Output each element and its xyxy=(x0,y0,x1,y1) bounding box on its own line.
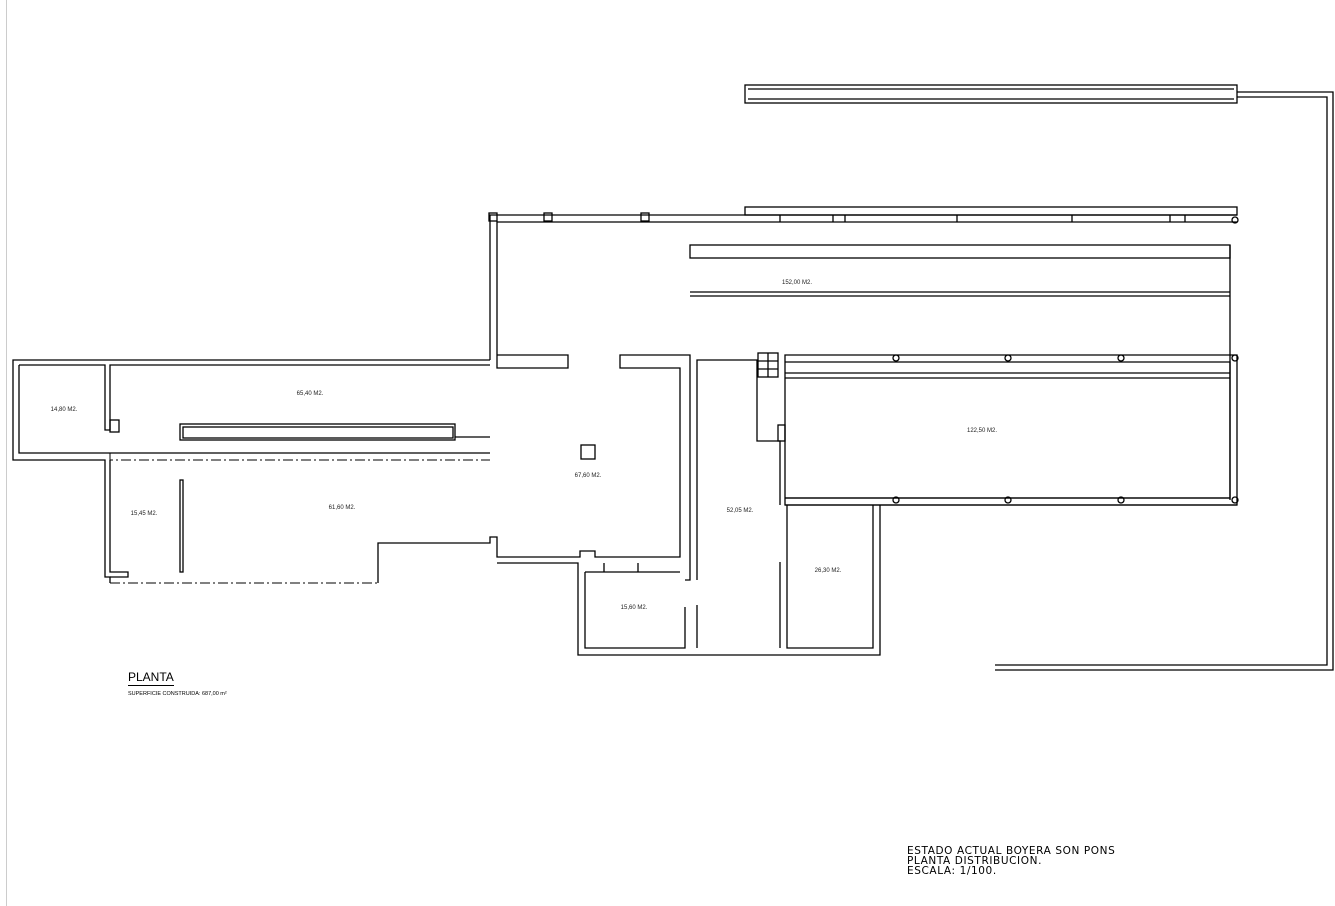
room-label: 61,60 M2. xyxy=(329,505,356,511)
room-label: 67,60 M2. xyxy=(575,473,602,479)
built-surface: SUPERFICIE CONSTRUIDA: 687,00 m² xyxy=(128,691,227,697)
room-area-labels: 14,80 M2. 65,40 M2. 15,45 M2. 61,60 M2. … xyxy=(51,280,998,611)
room-label: 15,45 M2. xyxy=(131,511,158,517)
room-label: 26,30 M2. xyxy=(815,568,842,574)
room-label: 152,00 M2. xyxy=(782,280,812,286)
room-label: 14,80 M2. xyxy=(51,407,78,413)
room-label: 122,50 M2. xyxy=(967,428,997,434)
title-block: ESTADO ACTUAL BOYERA SON PONS PLANTA DIS… xyxy=(907,845,1116,877)
title-block-scale: ESCALA: 1/100. xyxy=(907,865,997,877)
page-border xyxy=(6,0,7,906)
plan-title: PLANTA xyxy=(128,670,174,686)
title-block-project: ESTADO ACTUAL BOYERA SON PONS xyxy=(907,845,1116,857)
room-label: 52,05 M2. xyxy=(727,508,754,514)
walls xyxy=(12,84,1334,671)
room-label: 65,40 M2. xyxy=(297,391,324,397)
title-block-sheet: PLANTA DISTRIBUCION. xyxy=(907,855,1043,867)
room-label: 15,60 M2. xyxy=(621,605,648,611)
